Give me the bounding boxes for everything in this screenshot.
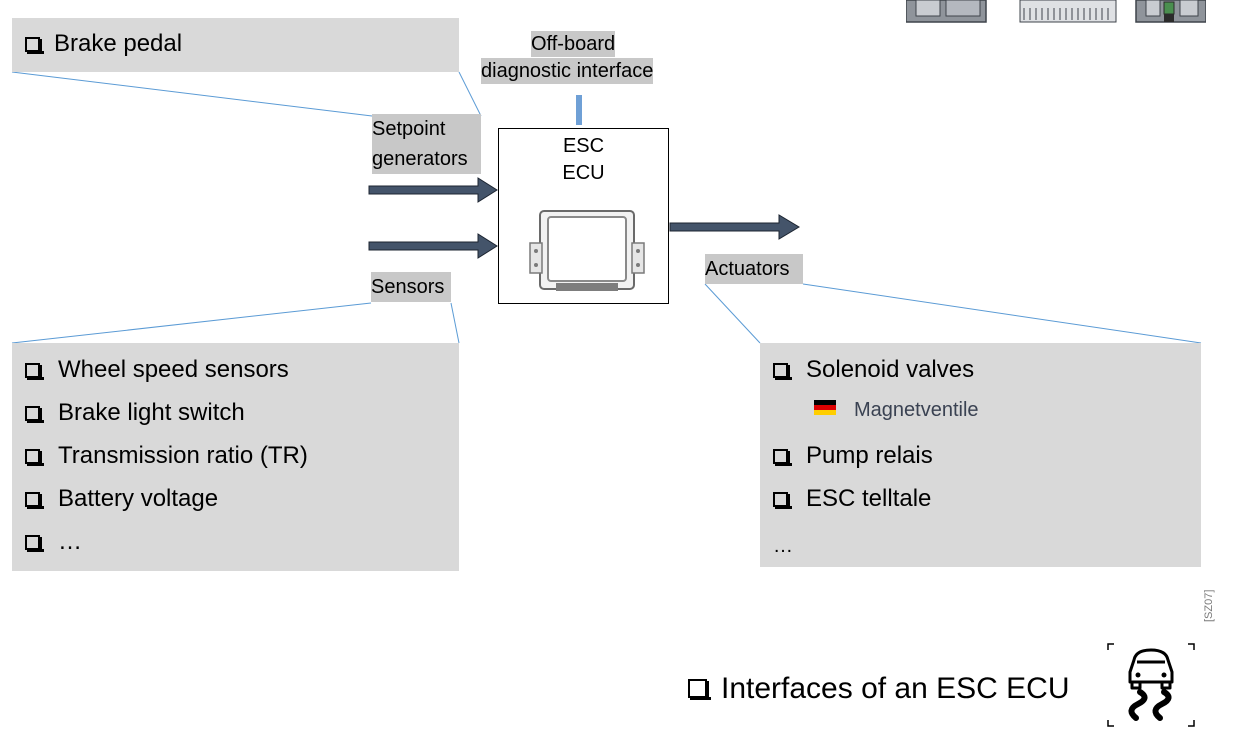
- document-code: [SZ07]: [1203, 589, 1215, 622]
- list-item-label: Solenoid valves: [806, 356, 975, 383]
- offboard-line1: Off-board: [531, 33, 616, 55]
- setpoint-line2: generators: [372, 148, 468, 170]
- checkbox-bullet-icon: [773, 363, 792, 380]
- list-item-label: ESC telltale: [806, 485, 932, 512]
- setpoint-line1: Setpoint: [372, 118, 446, 140]
- setpoint-panel: [12, 18, 459, 72]
- actuator-panel: [760, 343, 1201, 567]
- list-item-label: …: [58, 528, 82, 555]
- offboard-diagnostic-label-2: diagnostic interface: [481, 58, 654, 84]
- input-arrow-setpoint: [368, 177, 498, 203]
- list-item-label: …: [773, 535, 793, 557]
- sensors-label: Sensors: [371, 272, 451, 302]
- checkbox-bullet-icon: [773, 449, 792, 466]
- actuators-label: Actuators: [705, 254, 803, 284]
- list-item: Pump relais: [773, 441, 933, 471]
- list-item: Brake light switch: [25, 398, 245, 428]
- checkbox-bullet-icon: [25, 449, 44, 466]
- checkbox-bullet-icon: [25, 363, 44, 380]
- checkbox-bullet-icon: [25, 37, 44, 54]
- leader-line-sensors-right: [450, 302, 460, 344]
- list-item-label: Wheel speed sensors: [58, 356, 289, 383]
- leader-line-sensors-left: [11, 302, 372, 344]
- diagnostic-connection-bar: [576, 95, 582, 125]
- list-item: Wheel speed sensors: [25, 355, 289, 385]
- translation-text: Magnetventile: [854, 399, 979, 421]
- actuators-label-text: Actuators: [705, 258, 790, 280]
- input-arrow-sensors: [368, 233, 498, 259]
- connector-thumbnail-icons: [906, 0, 1206, 23]
- offboard-line2: diagnostic interface: [481, 60, 654, 82]
- list-item: Battery voltage: [25, 484, 218, 514]
- setpoint-generators-label: Setpoint generators: [372, 114, 481, 174]
- translation-line: Magnetventile: [814, 397, 979, 423]
- list-item-label: Battery voltage: [58, 485, 219, 512]
- ecu-housing-icon: [529, 210, 645, 291]
- output-arrow-actuators: [669, 214, 800, 240]
- leader-line-brake-left: [11, 71, 373, 117]
- leader-line-actuators-left: [704, 283, 761, 344]
- leader-line-brake-right: [458, 71, 482, 117]
- list-item: Transmission ratio (TR): [25, 441, 308, 471]
- list-item-brake-pedal: Brake pedal: [25, 29, 182, 59]
- checkbox-bullet-icon: [25, 492, 44, 509]
- german-flag-icon: [814, 400, 836, 415]
- list-item: Solenoid valves: [773, 355, 974, 385]
- connector-thumbnail-1: [906, 0, 987, 23]
- offboard-diagnostic-label: Off-board: [531, 31, 616, 57]
- checkbox-bullet-icon: [25, 535, 44, 552]
- list-item-ellipsis: …: [773, 531, 793, 561]
- caption-text: Interfaces of an ESC ECU: [721, 672, 1070, 705]
- checkbox-bullet-icon: [25, 406, 44, 423]
- connector-thumbnail-2: [1019, 0, 1117, 23]
- sensor-panel: [12, 343, 459, 571]
- checkbox-bullet-icon: [688, 679, 711, 700]
- connector-thumbnail-3: [1135, 0, 1206, 23]
- esc-ecu-block: ESC ECU: [498, 128, 669, 304]
- checkbox-bullet-icon: [773, 492, 792, 509]
- leader-line-actuators-right: [802, 283, 1202, 344]
- ecu-title-line2: ECU: [562, 162, 605, 184]
- ecu-title-line1: ESC: [562, 135, 605, 157]
- skid-car-icon: [1107, 643, 1195, 727]
- list-item: …: [25, 527, 82, 557]
- sensors-label-text: Sensors: [371, 276, 445, 298]
- list-item: ESC telltale: [773, 484, 931, 514]
- list-item-label: Transmission ratio (TR): [58, 442, 308, 469]
- list-item-label: Brake pedal: [54, 30, 183, 57]
- list-item-label: Pump relais: [806, 442, 933, 469]
- slide-caption: Interfaces of an ESC ECU: [688, 671, 1070, 707]
- list-item-label: Brake light switch: [58, 399, 245, 426]
